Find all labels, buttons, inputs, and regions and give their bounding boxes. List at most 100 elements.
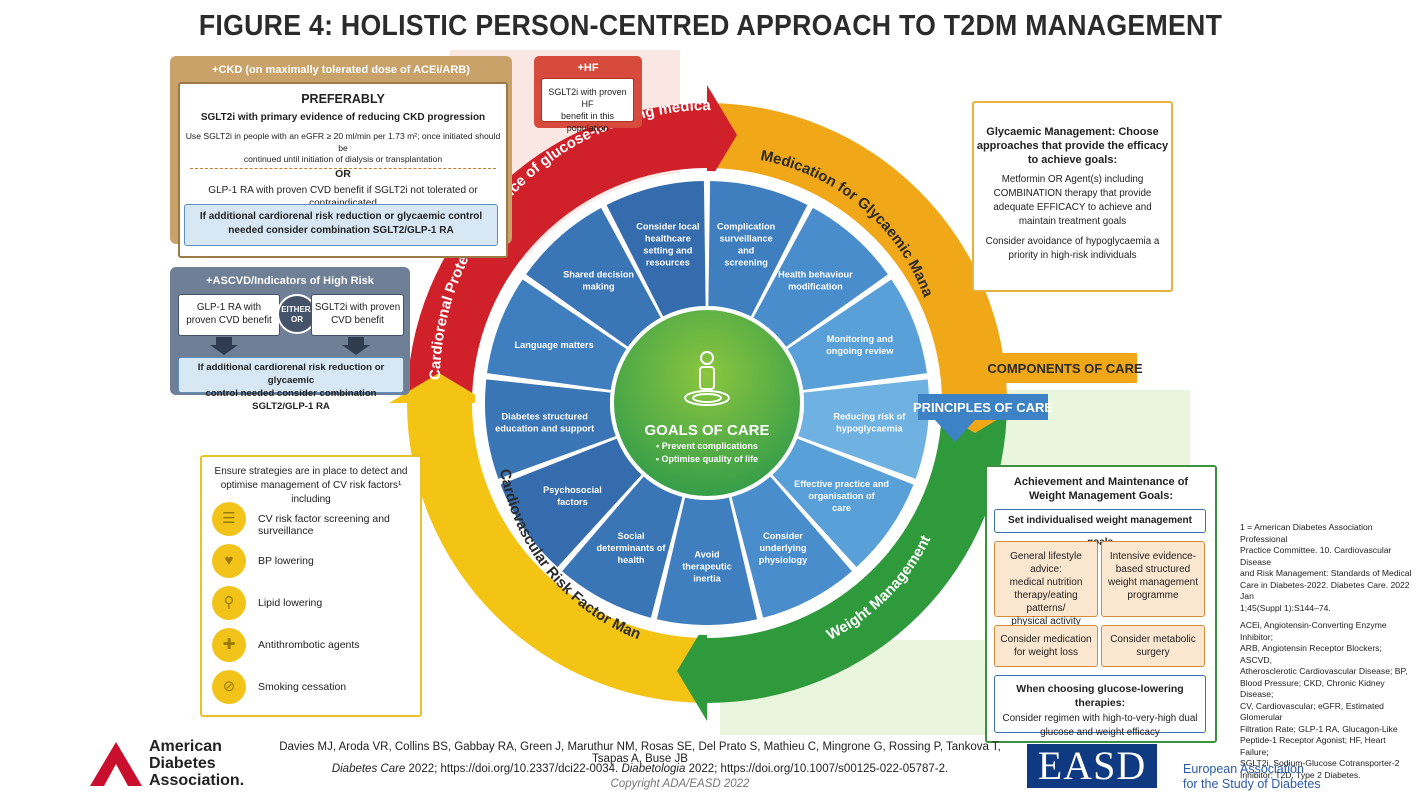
weight-heading-2: Weight Management Goals: (1028, 490, 1174, 502)
intensive-line: Intensive evidence- (1109, 551, 1197, 562)
blood-pressure-icon: ♥ (212, 544, 246, 578)
hf-line1: SGLT2i with proven HF (548, 87, 627, 109)
glycaemic-p2: COMBINATION therapy that provide (993, 188, 1152, 199)
doi-link-1[interactable]: 2022; https://doi.org/10.2337/dci22-0034… (405, 763, 622, 775)
no-smoking-icon: ⊘ (212, 670, 246, 704)
cv-risk-heading-2: optimise management of CV risk factors¹ … (220, 480, 402, 505)
principle-segment (787, 279, 927, 390)
principle-segment (562, 476, 683, 618)
surgery-box: Consider metabolic surgery (1101, 625, 1205, 667)
ring-glycaemic (707, 103, 1007, 403)
glycaemic-p6: priority in high-risk individuals (1008, 250, 1137, 261)
easd-logo: EASD (1027, 744, 1157, 788)
cv-item-label: BP lowering (258, 555, 314, 567)
glycaemic-p3: adequate EFFICACY to achieve and (993, 202, 1152, 213)
either-text: EITHER/ (281, 305, 313, 314)
ckd-line2: Use SGLT2i in people with an eGFR ≥ 20 m… (185, 131, 501, 153)
hf-content: SGLT2i with proven HF benefit in this po… (541, 78, 634, 133)
cv-item-label: Antithrombotic agents (258, 639, 360, 651)
ascvd-right-1: SGLT2i with proven (314, 302, 401, 313)
ring-cv-risk (407, 403, 707, 703)
medication-line: Consider medication (1000, 634, 1092, 645)
intensive-line: based structured (1115, 564, 1191, 575)
lifestyle-line: medical nutrition (1009, 577, 1083, 588)
weight-goals-box: Set individualised weight management goa… (994, 509, 1206, 548)
intensive-box: Intensive evidence- based structured wei… (1101, 541, 1205, 617)
intensive-line: weight management (1107, 577, 1199, 588)
note-line: Inhibitor; T2D, Type 2 Diabetes. (1240, 769, 1361, 780)
cv-item-label: Lipid lowering (258, 597, 323, 609)
journal-diabetes-care: Diabetes Care (331, 763, 406, 775)
ring-weight (707, 403, 1007, 703)
regimen-line-2: glucose and weight efficacy (1040, 727, 1160, 738)
glycaemic-p5: Consider avoidance of hypoglycaemia a (985, 236, 1160, 247)
regimen-line-1: Consider regimen with high-to-very-high … (1002, 713, 1198, 724)
lifestyle-line: physical activity (1011, 616, 1081, 627)
lifestyle-line: General lifestyle advice: (1010, 551, 1082, 575)
medication-box: Consider medication for weight loss (994, 625, 1098, 667)
principle-segment (656, 497, 758, 625)
cv-risk-heading-1: Ensure strategies are in place to detect… (214, 466, 408, 477)
weight-panel: Achievement and Maintenance of Weight Ma… (985, 465, 1217, 743)
ascvd-combo-2: control needed consider combination SGLT… (205, 388, 377, 412)
outer-ring (389, 85, 1025, 721)
ckd-header: +CKD (on maximally tolerated dose of ACE… (212, 64, 470, 76)
intensive-line: programme (1127, 590, 1179, 601)
choosing-heading: When choosing glucose-lowering therapies… (1016, 683, 1184, 709)
lifestyle-line: therapy/eating patterns/ (1014, 590, 1078, 614)
principle-segment (500, 438, 642, 568)
journal-diabetologia: Diabetologia (621, 763, 686, 775)
glycaemic-heading-2: approaches that provide the efficacy (976, 140, 1169, 152)
doi-link-2[interactable]: 2022; https://doi.org/10.1007/s00125-022… (685, 763, 949, 775)
ckd-divider (190, 168, 496, 169)
goals-title: GOALS OF CARE (644, 422, 769, 439)
glycaemic-panel: Glycaemic Management: Choose approaches … (972, 101, 1173, 292)
ascvd-combination-box: If additional cardiorenal risk reduction… (178, 357, 404, 412)
ada-word-2: Diabetes (149, 755, 216, 772)
glycaemic-heading-3: to achieve goals: (1027, 154, 1118, 166)
goals-bullet-2: • Optimise quality of life (656, 454, 758, 464)
medication-line: for weight loss (1014, 647, 1078, 658)
note-line: Peptide-1 Receptor Agonist; HF, Heart Fa… (1240, 735, 1386, 757)
ascvd-right-2: CVD benefit (331, 315, 384, 326)
note-line: 1 = American Diabetes Association Profes… (1240, 522, 1373, 544)
principle-segment (708, 181, 808, 317)
easd-name-line-2: for the Study of Diabetes (1183, 777, 1321, 791)
note-line: Filtration Rate; GLP-1 RA, Glucagon-Like (1240, 723, 1398, 734)
note-line: ACEi, Angiotensin-Converting Enzyme Inhi… (1240, 620, 1387, 642)
note-line: CV, Cardiovascular; eGFR, Estimated Glom… (1240, 700, 1384, 723)
principle-segment (798, 379, 929, 479)
ckd-combo-1: If additional cardiorenal risk reduction… (199, 211, 483, 222)
cv-item-bp: ♥ BP lowering (212, 544, 422, 580)
principle-segment (772, 438, 914, 568)
weight-set-goals: Set individualised weight management goa… (1008, 515, 1192, 548)
principles-label: PRINCIPLES OF CARE (913, 400, 1053, 415)
ckd-line1: SGLT2i with primary evidence of reducing… (200, 112, 486, 123)
principle-segment (753, 207, 888, 347)
lifestyle-box: General lifestyle advice: medical nutrit… (994, 541, 1098, 627)
ckd-combo-2: needed consider combination SGLT2/GLP-1 … (228, 225, 454, 236)
note-line: Practice Committee. 10. Cardiovascular D… (1240, 545, 1392, 567)
ada-word-3: Association. (149, 772, 245, 789)
magnifier-icon: ⚲ (212, 586, 246, 620)
ada-logo: American Diabetes Association. (86, 738, 286, 789)
ascvd-glp1-box: GLP-1 RA with proven CVD benefit (178, 294, 280, 336)
easd-name-line-1: European Association (1183, 762, 1304, 776)
note-line: SGLT2i, Sodium-Glucose Cotransporter-2 (1240, 758, 1400, 768)
surgery-line: surgery (1136, 647, 1170, 658)
ascvd-sglt2-box: SGLT2i with proven CVD benefit (311, 294, 404, 336)
hf-line2: benefit in this population (560, 111, 615, 133)
cv-risk-panel: Ensure strategies are in place to detect… (200, 455, 422, 717)
cv-item-label: Smoking cessation (258, 681, 347, 693)
cv-item-antithrombotic: ✚ Antithrombotic agents (212, 628, 422, 664)
note-line: ARB, Angiotensin Receptor Blockers; ASCV… (1240, 643, 1382, 665)
clipboard-icon: ☰ (212, 502, 246, 536)
ring-cardiorenal (407, 103, 707, 403)
